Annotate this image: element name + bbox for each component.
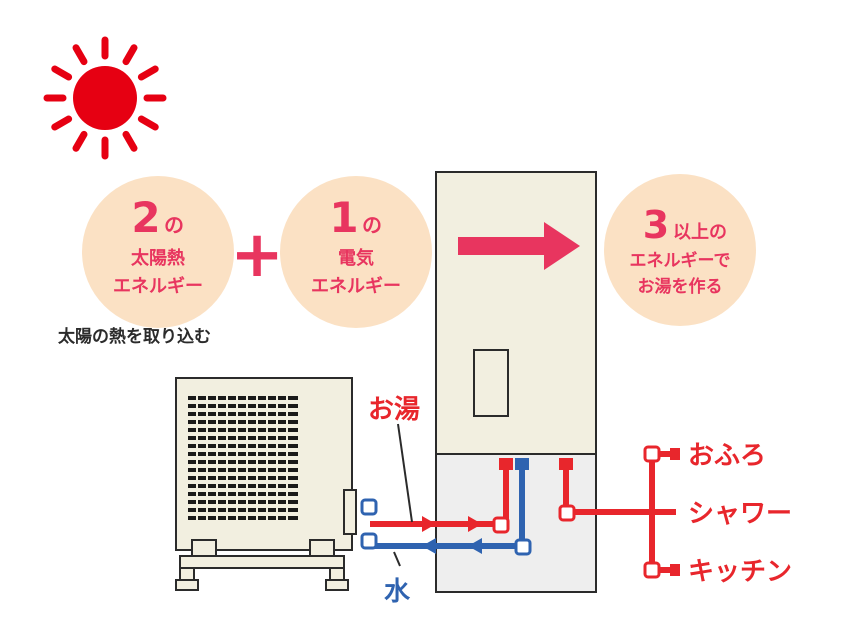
vent-divider xyxy=(286,396,288,524)
vent-slat xyxy=(188,484,298,488)
bubble-solar-line1: 太陽熱 xyxy=(131,247,185,269)
bubble-solar-energy: 2 の 太陽熱 エネルギー xyxy=(82,176,234,328)
output-pipe xyxy=(558,445,680,579)
vent-divider xyxy=(276,396,278,524)
hot-water-label: お湯 xyxy=(368,395,420,425)
vent-slat xyxy=(188,500,298,504)
sun-ray xyxy=(122,130,138,152)
sun-ray xyxy=(72,44,88,66)
vent-divider xyxy=(226,396,228,524)
vent-divider xyxy=(216,396,218,524)
bubble-electric-suffix: の xyxy=(362,213,382,237)
cold-label-leader xyxy=(393,551,401,567)
sun-ray xyxy=(137,115,159,131)
sun-ray xyxy=(51,65,73,81)
vent-slat xyxy=(188,444,298,448)
bubble-result-energy: 3 以上の エネルギーで お湯を作る xyxy=(604,174,756,326)
plus-sign: + xyxy=(230,218,284,292)
vent-divider xyxy=(236,396,238,524)
vent-slat xyxy=(188,412,298,416)
outlet-bath: おふろ xyxy=(688,441,766,471)
solar-caption: 太陽の熱を取り込む xyxy=(58,326,211,347)
vent-slat xyxy=(188,492,298,496)
vent-divider xyxy=(196,396,198,524)
vent-slat xyxy=(188,436,298,440)
bubble-solar-line2: エネルギー xyxy=(113,276,203,297)
vent-slat xyxy=(188,404,298,408)
hot-label-leader xyxy=(397,423,413,523)
vent-slat xyxy=(188,476,298,480)
unit-vent-grille xyxy=(188,396,298,524)
vent-slat xyxy=(188,460,298,464)
vent-slat xyxy=(188,516,298,520)
vent-slat xyxy=(188,396,298,400)
unit-pipe-fittings xyxy=(360,498,532,556)
bubble-electric-energy: 1 の 電気 エネルギー xyxy=(280,176,432,328)
outlet-shower: シャワー xyxy=(688,499,792,529)
vent-slat xyxy=(188,508,298,512)
bubble-result-suffix: 以上の xyxy=(673,222,727,243)
bubble-solar-num: 2 xyxy=(131,193,160,242)
vent-divider xyxy=(256,396,258,524)
sun-icon xyxy=(43,36,167,160)
bubble-solar-suffix: の xyxy=(164,213,184,237)
tank-control-panel xyxy=(473,349,509,417)
hot-water-tank xyxy=(435,171,597,593)
vent-slat xyxy=(188,468,298,472)
bubble-result-num: 3 xyxy=(643,203,669,247)
bubble-result-line2: お湯を作る xyxy=(638,276,723,297)
bubble-electric-line2: エネルギー xyxy=(311,276,401,297)
vent-slat xyxy=(188,452,298,456)
cold-water-label: 水 xyxy=(384,577,411,607)
bubble-result-line1: エネルギーで xyxy=(630,251,731,271)
sun-ray xyxy=(122,44,138,66)
vent-slat xyxy=(188,428,298,432)
outlet-kitchen: キッチン xyxy=(688,557,792,587)
heat-pump-unit xyxy=(175,377,357,591)
vent-divider xyxy=(206,396,208,524)
sun-ray xyxy=(72,130,88,152)
vent-divider xyxy=(266,396,268,524)
right-arrow-icon xyxy=(458,222,580,270)
vent-divider xyxy=(246,396,248,524)
bubble-electric-line1: 電気 xyxy=(338,247,374,269)
sun-ray xyxy=(51,115,73,131)
vent-slat xyxy=(188,420,298,424)
sun-ray xyxy=(137,65,159,81)
bubble-electric-num: 1 xyxy=(329,193,358,242)
